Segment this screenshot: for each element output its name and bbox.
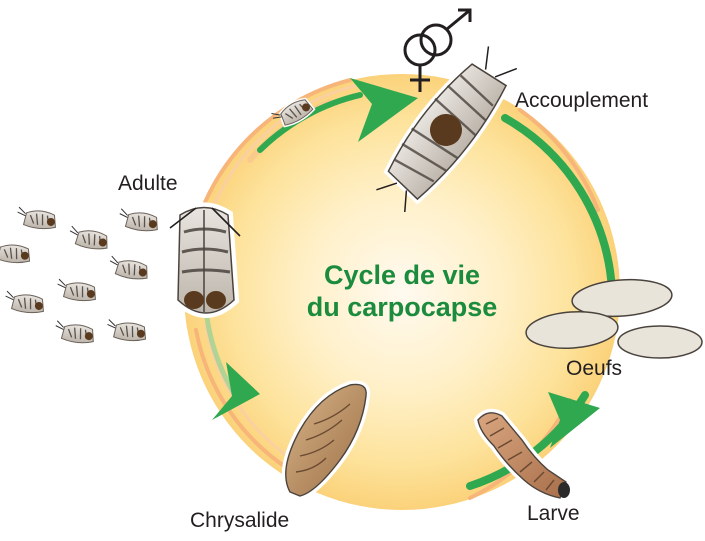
adult-moth-illustration	[170, 208, 240, 314]
diagram-title-line2: du carpocapse	[307, 292, 498, 322]
stage-label-eggs: Oeufs	[566, 357, 622, 381]
diagram-title-line1: Cycle de vie	[324, 260, 480, 290]
moth-swarm	[0, 207, 159, 344]
stage-label-pupa: Chrysalide	[190, 509, 289, 533]
stage-label-adult: Adulte	[118, 172, 178, 196]
male-symbol-icon	[421, 10, 470, 55]
stage-label-mating: Accouplement	[515, 89, 648, 113]
stage-label-larva: Larve	[527, 502, 580, 526]
